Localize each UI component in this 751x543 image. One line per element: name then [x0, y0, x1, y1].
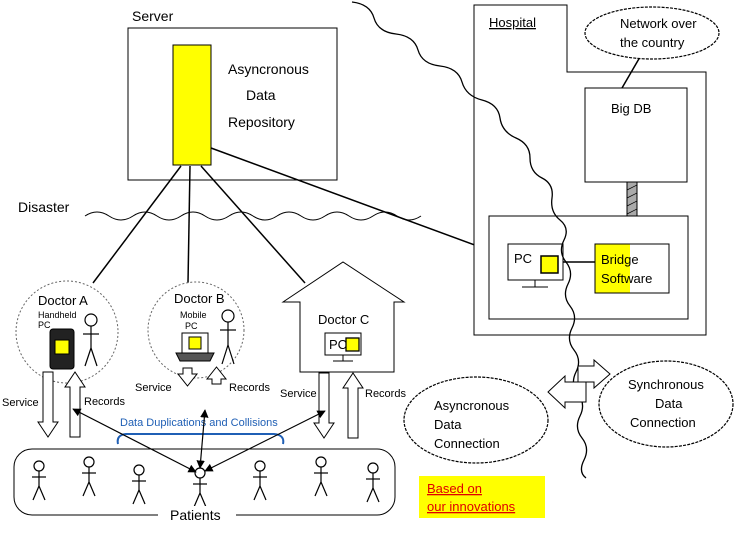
server-group: Server Asyncronous Data Repository: [127, 8, 338, 181]
doctor-a-records-label: Records: [84, 396, 125, 408]
bridge-line-2: Software: [601, 271, 652, 286]
sync-line-3: Connection: [630, 415, 696, 430]
big-db-label: Big DB: [611, 101, 651, 116]
collisions-label: Data Duplications and Collisions: [120, 417, 278, 429]
doctor-a-figure: [83, 313, 99, 367]
doctor-b-records-label: Records: [229, 382, 270, 394]
hospital-group: Hospital Big DB PC Bridge Software: [473, 4, 707, 336]
hospital-pc-label: PC: [514, 251, 532, 266]
async-line-3: Connection: [434, 436, 500, 451]
bridge-line-1: Bridge: [601, 252, 639, 267]
doctor-a-service-label: Service: [2, 397, 39, 409]
async-connection-cloud: Asyncronous Data Connection: [403, 376, 549, 464]
doctor-b-records-arrow: [205, 366, 228, 385]
network-line-2: the country: [620, 35, 685, 50]
doctor-c-service-arrow: [313, 372, 335, 439]
doctor-a-service-arrow: [37, 371, 59, 438]
doctor-c-records-arrow: [342, 372, 364, 439]
doctor-a-device-2: PC: [38, 320, 51, 330]
sync-connection-cloud: Synchronous Data Connection: [598, 360, 734, 448]
patients-box: [13, 448, 396, 516]
collision-arrows: [72, 408, 326, 473]
link-doctor-b: [187, 165, 191, 284]
doctor-a-group: Doctor A Handheld PC: [15, 280, 119, 384]
doctor-c-house: [281, 261, 406, 373]
repository-links: [92, 147, 511, 284]
hospital-label: Hospital: [489, 15, 536, 30]
doctor-b-service-label: Service: [135, 382, 172, 394]
doctor-a-records-arrow: [64, 371, 86, 438]
async-line-1: Asyncronous: [434, 398, 510, 413]
repository-bar: [172, 44, 212, 166]
network-link: [621, 56, 641, 89]
sync-block-arrow: [577, 358, 611, 390]
sync-line-1: Synchronous: [628, 377, 704, 392]
link-hospital-pc: [210, 147, 511, 259]
doctor-a-device-1: Handheld: [38, 310, 77, 320]
doctor-b-device-1: Mobile: [180, 310, 207, 320]
async-block-arrow: [547, 374, 587, 410]
repo-line-2: Data: [246, 87, 276, 103]
innovation-line-2: our innovations: [427, 499, 516, 514]
server-label: Server: [132, 8, 174, 24]
doctor-c-records-label: Records: [365, 388, 406, 400]
doctor-b-device-2: PC: [185, 321, 198, 331]
innovation-box: [419, 476, 545, 518]
collisions-brace: [116, 433, 285, 445]
doctor-b-circle: [147, 281, 245, 379]
doctor-c-label: Doctor C: [318, 312, 369, 327]
repo-line-3: Repository: [228, 114, 295, 130]
patient-figure: [32, 460, 46, 501]
disaster-label: Disaster: [18, 199, 70, 215]
doctor-c-service-label: Service: [280, 388, 317, 400]
patient-figure: [193, 467, 207, 508]
doctor-c-pc-label: PC: [329, 337, 347, 352]
doctor-c-group: Doctor C PC: [281, 261, 406, 373]
patient-figure: [366, 462, 380, 503]
doctor-b-group: Doctor B Mobile PC: [147, 281, 245, 379]
doctor-b-figure: [220, 309, 236, 365]
doctor-b-service-arrow: [176, 367, 199, 387]
link-doctor-c: [200, 165, 306, 284]
repo-line-1: Asyncronous: [228, 61, 309, 77]
patients-label: Patients: [170, 507, 221, 523]
sync-line-2: Data: [655, 396, 683, 411]
doctor-a-label: Doctor A: [38, 293, 88, 308]
hospital-pc-chip: [540, 255, 559, 274]
link-doctor-a: [92, 165, 182, 284]
async-line-2: Data: [434, 417, 462, 432]
doctor-b-label: Doctor B: [174, 291, 225, 306]
innovation-line-1: Based on: [427, 481, 482, 496]
disaster-wave: [84, 211, 422, 221]
network-line-1: Network over: [620, 16, 697, 31]
server-box: [127, 27, 338, 181]
network-cloud: Network over the country: [584, 6, 720, 60]
